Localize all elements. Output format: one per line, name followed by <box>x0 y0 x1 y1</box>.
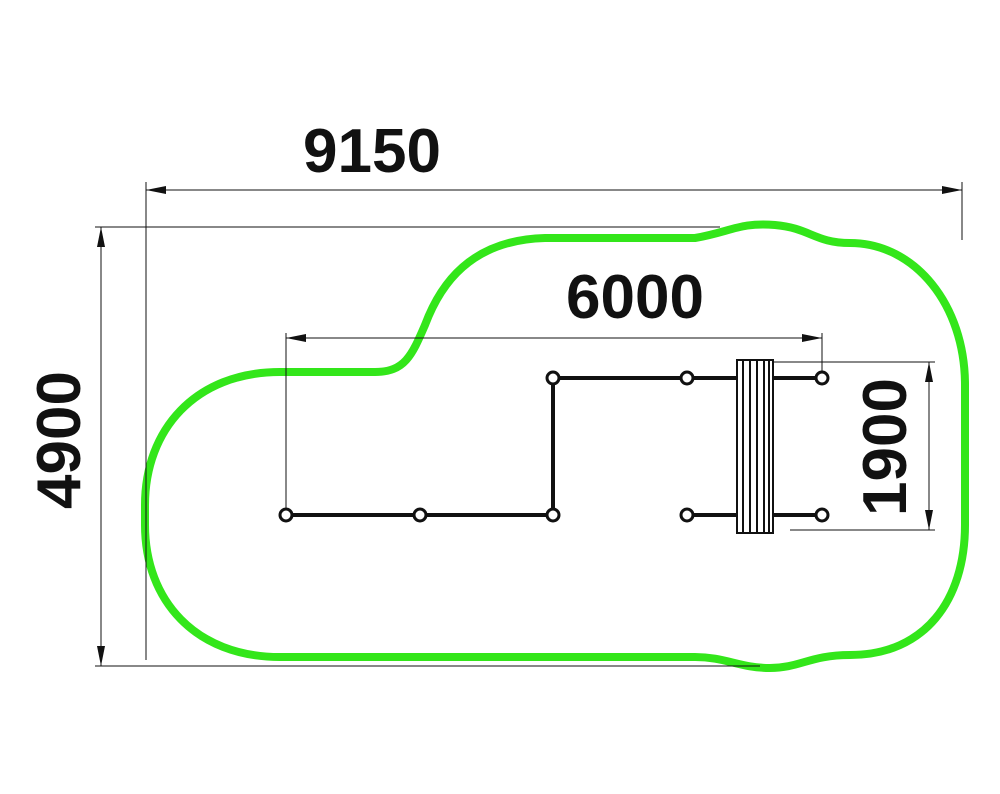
overall-depth-label: 4900 <box>25 371 94 509</box>
post <box>679 507 695 523</box>
ladder-element <box>736 359 774 534</box>
post <box>814 507 830 523</box>
post <box>412 507 428 523</box>
post <box>545 507 561 523</box>
equipment-length-label: 6000 <box>566 263 704 332</box>
equipment-length-dimension: 6000 <box>285 263 823 515</box>
overall-depth-dimension: 4900 <box>25 226 760 667</box>
post <box>545 370 561 386</box>
equipment-depth-dimension: 1900 <box>770 361 935 531</box>
post <box>679 370 695 386</box>
post <box>814 370 830 386</box>
equipment-depth-label: 1900 <box>851 378 920 516</box>
overall-width-label: 9150 <box>303 117 441 186</box>
safety-zone-outline <box>141 220 969 672</box>
overall-width-dimension: 9150 <box>145 117 963 660</box>
equipment-posts <box>278 370 830 523</box>
post <box>278 507 294 523</box>
